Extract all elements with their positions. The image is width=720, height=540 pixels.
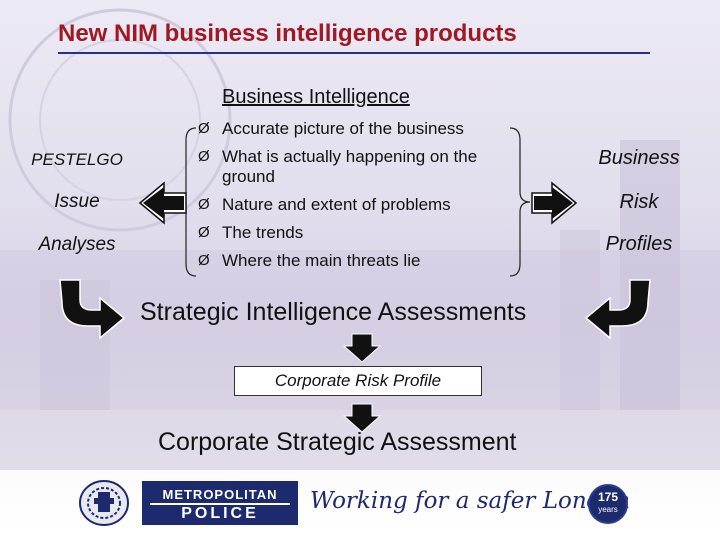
- left-arrow-icon: [138, 181, 187, 225]
- bullet-glyph: Ø: [198, 224, 210, 241]
- bullet-text: What is actually happening on the ground: [222, 147, 478, 186]
- left-label-issue: Issue: [54, 191, 100, 212]
- bullet-glyph: Ø: [198, 252, 210, 269]
- logo-line-metropolitan: METROPOLITAN: [162, 487, 278, 502]
- right-arrow-icon: [531, 181, 578, 225]
- anniversary-number: 175: [597, 490, 619, 504]
- bullet-text: Accurate picture of the business: [222, 119, 464, 138]
- right-label-profiles: Profiles: [605, 233, 673, 255]
- corporate-risk-profile-label: Corporate Risk Profile: [274, 371, 442, 390]
- bullet-item: Ø Where the main threats lie: [198, 251, 518, 271]
- bullet-glyph: Ø: [198, 196, 210, 213]
- down-arrow-icon: [342, 403, 382, 433]
- right-label-business: Business: [598, 147, 680, 169]
- left-label-pestelgo: PESTELGO: [31, 150, 123, 169]
- title-underline: [58, 52, 650, 54]
- footer-slogan: Working for a safer London: [310, 488, 631, 514]
- bullet-glyph: Ø: [198, 148, 210, 165]
- slide-title: New NIM business intelligence products: [58, 20, 517, 47]
- bullet-glyph: Ø: [198, 120, 210, 137]
- curved-arrow-icon: [59, 279, 126, 340]
- right-brace: [509, 127, 531, 277]
- bullet-item: Ø Nature and extent of problems: [198, 195, 518, 215]
- logo-divider: [150, 503, 290, 505]
- corporate-strategic-assessment-label: Corporate Strategic Assessment: [158, 428, 517, 456]
- bullet-text: Where the main threats lie: [222, 251, 421, 270]
- bullet-item: Ø The trends: [198, 223, 518, 243]
- bullet-list: Ø Accurate picture of the business Ø What …: [198, 119, 518, 279]
- left-label-analyses: Analyses: [38, 234, 116, 255]
- right-label-risk: Risk: [619, 191, 659, 213]
- crest-icon: [79, 480, 129, 526]
- corporate-risk-profile-box: [234, 366, 482, 396]
- bullet-item: Ø What is actually happening on the groun…: [198, 147, 518, 187]
- business-intelligence-heading: Business Intelligence: [222, 86, 410, 108]
- bullet-item: Ø Accurate picture of the business: [198, 119, 518, 139]
- logo-line-police: POLICE: [181, 505, 259, 522]
- down-arrow-icon: [342, 333, 382, 363]
- strategic-assessments-label: Strategic Intelligence Assessments: [140, 298, 527, 326]
- bullet-text: Nature and extent of problems: [222, 195, 451, 214]
- curved-arrow-icon: [584, 279, 651, 340]
- anniversary-badge: [588, 484, 628, 524]
- anniversary-word: years: [598, 505, 618, 514]
- bullet-text: The trends: [222, 223, 304, 242]
